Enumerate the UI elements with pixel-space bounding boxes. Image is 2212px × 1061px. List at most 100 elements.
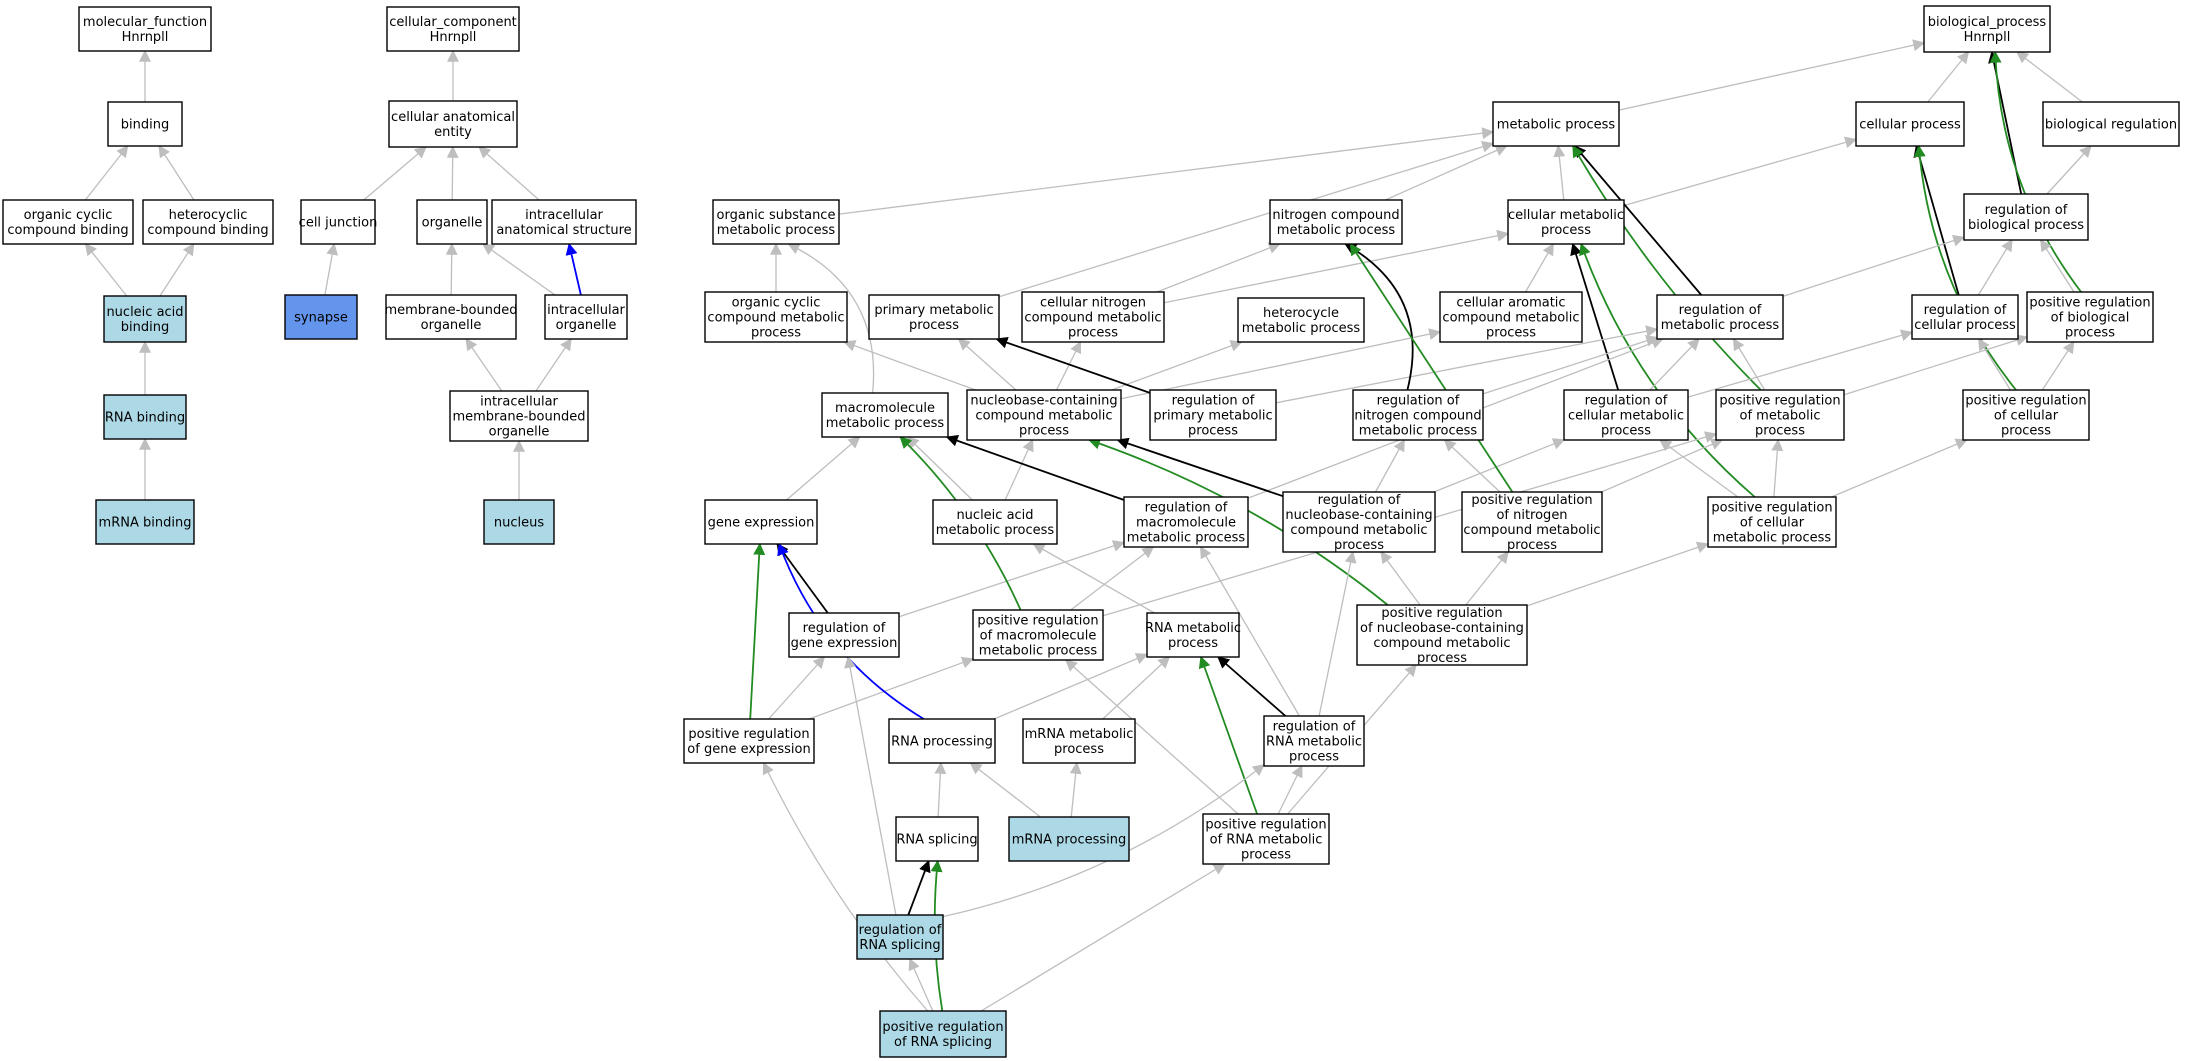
go-term-box [1911, 294, 2019, 340]
go-term-node-rnccmp[interactable]: regulation ofnucleobase-containingcompou… [1282, 491, 1436, 553]
edge-is-a-rnccmp-to-rncmp [1374, 438, 1405, 493]
edge-positively-regulates-prcmp-to-cmp [1579, 242, 1756, 498]
go-term-label-line: cellular metabolic [1508, 208, 1624, 223]
go-term-label-line: process [1334, 538, 1384, 553]
go-term-box [1263, 715, 1365, 767]
go-term-label-line: positive regulation [1381, 606, 1502, 621]
go-term-box [1507, 199, 1625, 245]
go-term-box [544, 294, 628, 340]
go-term-label-line: positive regulation [1719, 394, 1840, 409]
go-term-label-line: molecular_function [83, 15, 207, 30]
go-term-node-mp[interactable]: metabolic process [1492, 101, 1620, 147]
go-term-node-ge[interactable]: gene expression [704, 499, 818, 545]
go-term-node-cj[interactable]: cell junction [299, 199, 378, 245]
go-term-box [2042, 101, 2180, 147]
go-term-label-line: process [1241, 848, 1291, 863]
go-term-label-line: organic cyclic [24, 208, 113, 223]
go-term-box [1146, 612, 1240, 658]
go-term-box [821, 392, 949, 438]
go-term-label-line: process [751, 326, 801, 341]
go-term-label-line: positive regulation [1965, 394, 2086, 409]
go-term-node-binding[interactable]: binding [107, 101, 183, 147]
edge-is-a-cacmp-to-cmp [1524, 242, 1554, 293]
go-term-node-nucleus[interactable]: nucleus [483, 499, 555, 545]
edge-regulates-rge-to-ge [776, 543, 829, 614]
go-term-node-rnab[interactable]: RNA binding [103, 394, 187, 440]
go-term-label-line: RNA processing [891, 735, 993, 750]
go-term-label-line: process [1417, 651, 1467, 666]
edge-is-a-imbo-to-mbo [465, 338, 503, 392]
go-term-label-line: RNA metabolic [1145, 621, 1241, 636]
go-term-label-line: positive regulation [882, 1020, 1003, 1035]
go-term-label-line: intracellular [525, 208, 603, 223]
go-term-label-line: membrane-bounded [384, 303, 517, 318]
go-term-node-rnas[interactable]: RNA splicing [895, 816, 979, 862]
go-term-box [856, 914, 944, 960]
go-term-label-line: metabolic process [717, 223, 836, 238]
go-term-label-line: mRNA processing [1012, 833, 1127, 848]
edge-is-a-prncmp-to-prmp [1601, 438, 1724, 493]
go-term-node-br[interactable]: biological regulation [2042, 101, 2180, 147]
go-term-node-synapse[interactable]: synapse [284, 294, 358, 340]
go-term-label-line: Hnrnpll [430, 30, 477, 45]
go-term-label-line: process [1019, 424, 1069, 439]
go-term-label-line: metabolic process [979, 644, 1098, 659]
go-term-node-mrnap[interactable]: mRNA processing [1008, 816, 1130, 862]
go-term-node-cp[interactable]: cellular process [1855, 101, 1965, 147]
go-term-label-line: regulation of [1273, 720, 1356, 735]
go-term-label-line: intracellular [547, 303, 625, 318]
go-term-node-rnap[interactable]: RNA processing [888, 718, 996, 764]
go-term-label-line: heterocyclic [169, 208, 248, 223]
edge-is-a-prmmp-to-rmmp [1070, 546, 1155, 611]
go-term-label-line: of metabolic [1740, 409, 1821, 424]
go-term-label-line: biological_process [1928, 15, 2047, 30]
go-term-node-mrnab[interactable]: mRNA binding [95, 499, 195, 545]
edge-is-a-prrnas-to-prrnamp [980, 863, 1226, 1012]
go-term-node-organelle[interactable]: organelle [416, 199, 488, 245]
